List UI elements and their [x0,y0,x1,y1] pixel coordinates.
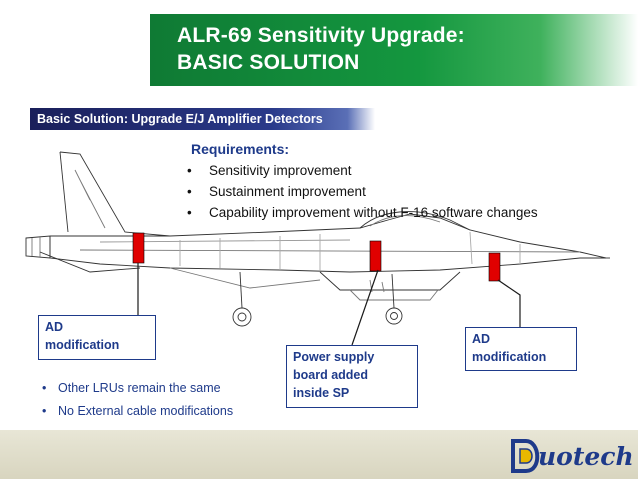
requirements-heading: Requirements: [191,141,290,157]
requirement-item: •Sustainment improvement [187,181,538,202]
duotech-d-icon [511,439,540,473]
bullet-icon: • [42,381,47,395]
duotech-logo: uotech [510,436,634,476]
requirement-item: •Capability improvement without F-16 sof… [187,202,538,223]
callout-ad-modification-left: AD modification [38,315,156,360]
callout-ad-modification-right: AD modification [465,327,577,371]
requirement-item: •Sensitivity improvement [187,160,538,181]
slide-subtitle: Basic Solution: Upgrade E/J Amplifier De… [37,112,323,126]
subtitle-band [30,108,375,130]
bullet-icon: • [187,205,192,220]
power-supply-marker [369,240,382,272]
ad-marker-nose [488,252,501,282]
slide-title-line-2: BASIC SOLUTION [177,51,360,74]
bullet-icon: • [187,163,192,178]
note-item: •Other LRUs remain the same [42,377,233,400]
callout-power-supply: Power supply board added inside SP [286,345,418,408]
notes-list: •Other LRUs remain the same •No External… [42,377,233,423]
bullet-icon: • [42,404,47,418]
slide-title-line-1: ALR-69 Sensitivity Upgrade: [177,24,465,47]
note-item: •No External cable modifications [42,400,233,423]
bullet-icon: • [187,184,192,199]
title-band [150,14,638,86]
f16-aircraft-diagram [25,151,610,327]
logo-wordmark: uotech [538,441,634,471]
requirements-list: •Sensitivity improvement •Sustainment im… [187,160,538,223]
